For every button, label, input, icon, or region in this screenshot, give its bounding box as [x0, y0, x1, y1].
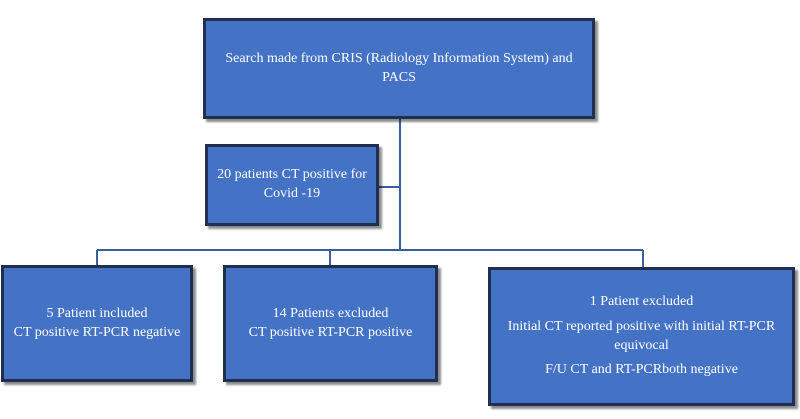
- source-line-2: PACS: [382, 69, 416, 85]
- excluded-positive-line-1: 14 Patients excluded: [272, 305, 389, 321]
- excluded-equivocal-box: 1 Patient excluded Initial CT reported p…: [488, 267, 795, 406]
- ct-positive-box: 20 patients CT positive for Covid -19: [205, 144, 379, 226]
- excluded-equivocal-line-1: 1 Patient excluded: [589, 293, 694, 309]
- included-box: 5 Patient included CT positive RT-PCR ne…: [1, 265, 193, 382]
- source-search-box: Search made from CRIS (Radiology Informa…: [203, 18, 595, 119]
- excluded-equivocal-line-4: F/U CT and RT-PCRboth negative: [545, 362, 738, 378]
- included-line-1: 5 Patient included: [46, 305, 148, 321]
- excluded-equivocal-line-2: Initial CT reported positive with initia…: [507, 318, 776, 334]
- excluded-positive-box: 14 Patients excluded CT positive RT-PCR …: [223, 265, 438, 382]
- source-line-1: Search made from CRIS (Radiology Informa…: [225, 50, 573, 66]
- ct-positive-line-2: Covid -19: [263, 186, 321, 201]
- excluded-positive-line-2: CT positive RT-PCR positive: [248, 324, 413, 340]
- ct-positive-line-1: 20 patients CT positive for: [217, 167, 367, 183]
- excluded-equivocal-line-3: equivocal: [614, 337, 669, 353]
- included-line-2: CT positive RT-PCR negative: [13, 324, 181, 340]
